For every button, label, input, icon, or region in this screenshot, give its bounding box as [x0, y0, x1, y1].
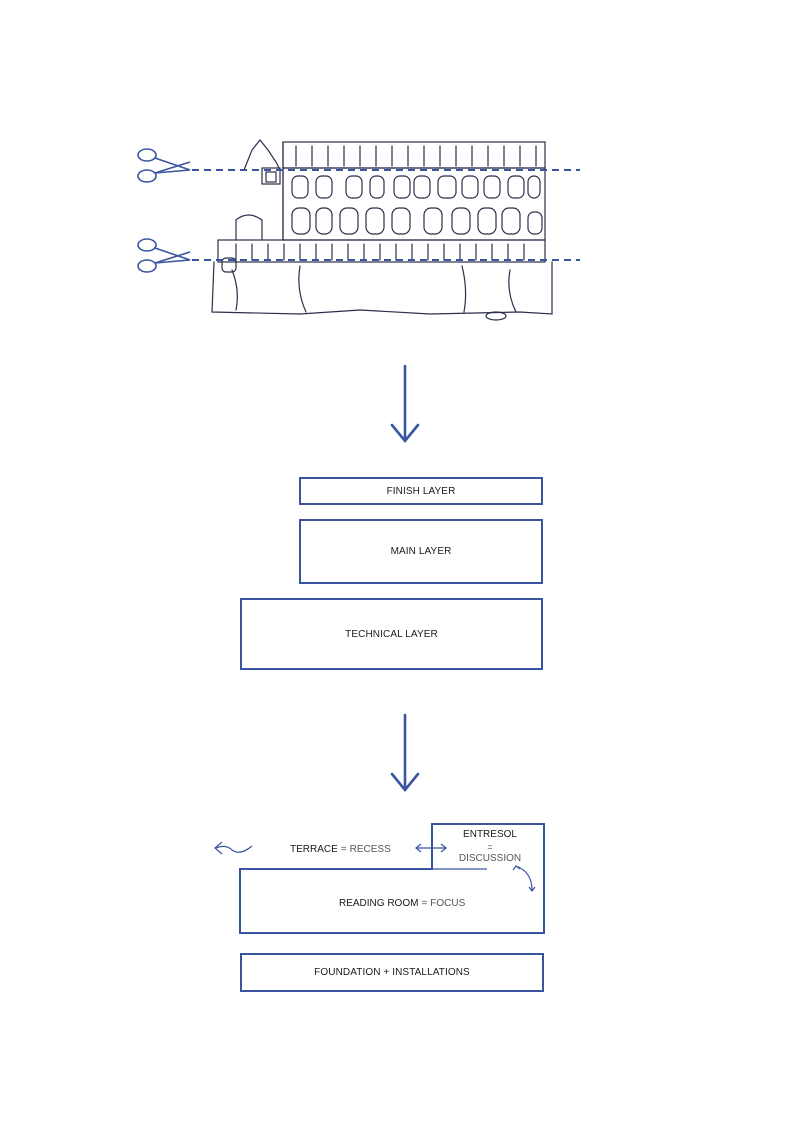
cut-lines — [192, 169, 580, 261]
down-arrow-icon — [390, 364, 420, 444]
equals-sign: = — [421, 898, 428, 909]
technical-layer-label: TECHNICAL LAYER — [345, 628, 438, 640]
entresol-label-group: ENTRESOL = DISCUSSION — [450, 829, 530, 865]
recess-label: RECESS — [349, 844, 391, 855]
upper-windows — [291, 175, 543, 235]
down-arrow-icon — [390, 713, 420, 793]
entresol-label: ENTRESOL — [463, 829, 517, 840]
main-layer-label: MAIN LAYER — [390, 546, 452, 557]
curved-arrow-icon — [512, 865, 536, 892]
upper-railing — [295, 145, 537, 167]
lower-railing — [235, 243, 525, 261]
reading-room-label-group: READING ROOM=FOCUS — [339, 898, 465, 909]
scissors-icon — [137, 238, 191, 273]
discussion-label: DISCUSSION — [458, 853, 522, 864]
foundation-box: FOUNDATION + INSTALLATIONS — [240, 953, 544, 992]
scissors-icon — [137, 148, 191, 183]
equals-sign: = — [487, 842, 493, 852]
finish-layer-label: FINISH LAYER — [386, 485, 456, 497]
terrace-label-group: TERRACE=RECESS — [290, 844, 391, 855]
terrace-label: TERRACE — [290, 844, 338, 855]
double-arrow-icon — [415, 843, 447, 853]
wind-arrow-icon — [214, 841, 253, 855]
building-sketch — [211, 139, 553, 321]
technical-layer-box: TECHNICAL LAYER — [240, 598, 543, 670]
equals-sign: = — [340, 844, 347, 855]
finish-layer-box: FINISH LAYER — [299, 477, 543, 505]
main-layer-box: MAIN LAYER — [299, 519, 543, 584]
foundation-label: FOUNDATION + INSTALLATIONS — [314, 967, 470, 978]
focus-label: FOCUS — [430, 898, 466, 909]
reading-room-label: READING ROOM — [339, 898, 419, 909]
